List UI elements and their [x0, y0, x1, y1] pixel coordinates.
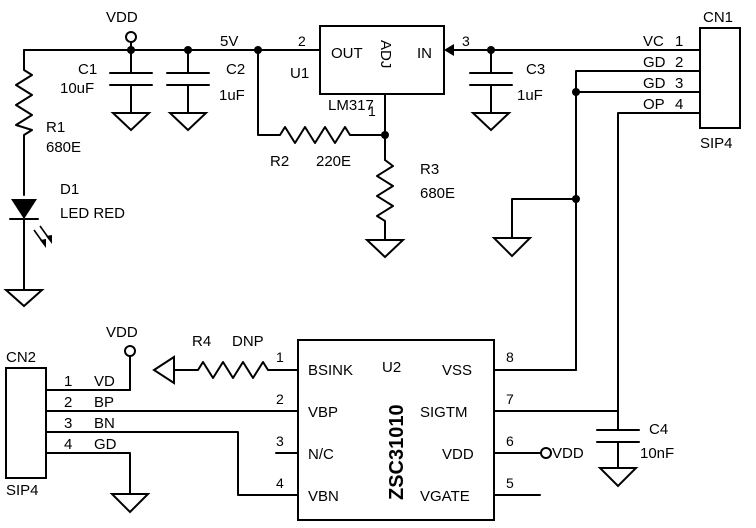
- u1-pin-in-num: 3: [462, 33, 470, 49]
- wire-op: [617, 112, 701, 431]
- cn1-pin4-name: OP: [643, 96, 665, 113]
- cn2-pin3-num: 3: [64, 415, 72, 432]
- u2-pin3-name: N/C: [308, 446, 334, 463]
- c1-ref: C1: [78, 61, 97, 78]
- cn1-pin3-name: GD: [643, 75, 666, 92]
- u2-pin5-num: 5: [506, 475, 514, 491]
- r1-resistor: [15, 49, 33, 196]
- cn2-pin1-name: VD: [94, 373, 115, 390]
- ground-cn2-symbol: [109, 493, 151, 514]
- r4-ref: R4: [192, 333, 211, 350]
- r1-ref: R1: [46, 119, 65, 136]
- cn1-pin2-name: GD: [643, 54, 666, 71]
- u1-pin-adj-num: 1: [368, 103, 376, 119]
- wire-gnd-branch: [511, 198, 577, 239]
- u1-ref: U1: [290, 65, 309, 82]
- c3-value: 1uF: [517, 87, 543, 104]
- c4-ref: C4: [649, 421, 668, 438]
- cn1-pin3-num: 3: [675, 75, 683, 92]
- junction-adj: [381, 131, 389, 139]
- u1-in-arrow: [444, 44, 454, 56]
- vdd-top-label: VDD: [106, 9, 138, 26]
- u1-pin-out-label: OUT: [331, 45, 363, 62]
- wire-gd2: [575, 70, 701, 371]
- cn1-pin1-num: 1: [675, 33, 683, 50]
- u2-pin1-name: BSINK: [308, 362, 353, 379]
- vdd-u2-terminal: [540, 447, 552, 459]
- cn2-connector-body: [5, 367, 47, 479]
- c4-value: 10nF: [640, 445, 674, 462]
- cn2-pin1-num: 1: [64, 373, 72, 390]
- u2-ref: U2: [382, 359, 401, 376]
- cn1-pin4-num: 4: [675, 96, 683, 113]
- d1-ref: D1: [60, 181, 79, 198]
- vdd-bsink-label: VDD: [106, 324, 138, 341]
- vdd-bsink-terminal: [124, 345, 136, 391]
- u2-pin8-name: VSS: [442, 362, 472, 379]
- u2-pin6-name: VDD: [442, 446, 474, 463]
- u2-pin8-num: 8: [506, 349, 514, 365]
- u1-part: LM317: [328, 97, 374, 114]
- c3-ref: C3: [526, 61, 545, 78]
- vdd-u2-label: VDD: [552, 445, 584, 462]
- c1-value: 10uF: [60, 80, 94, 97]
- cn1-connector-body: [699, 27, 741, 129]
- d1-led-symbol: [9, 199, 52, 291]
- u1-pin-out-num: 2: [298, 33, 306, 49]
- cn2-type: SIP4: [6, 482, 39, 499]
- u2-pin7-name: SIGTM: [420, 404, 468, 421]
- cn1-pin1-name: VC: [643, 33, 664, 50]
- u2-sensor-ic-body: [297, 339, 495, 521]
- r3-ref: R3: [420, 161, 439, 178]
- u2-pin6-num: 6: [506, 433, 514, 449]
- junction-gd3: [572, 88, 580, 96]
- r2-resistor: [257, 49, 386, 144]
- u2-pin2-name: VBP: [308, 404, 338, 421]
- u2-pin4-num: 4: [276, 475, 284, 491]
- u2-pin1-num: 1: [276, 349, 284, 365]
- u2-pin2-num: 2: [276, 391, 284, 407]
- u2-pin3-num: 3: [276, 433, 284, 449]
- c2-ref: C2: [226, 61, 245, 78]
- cn2-pin4-num: 4: [64, 436, 72, 453]
- net-5v-label: 5V: [220, 33, 238, 50]
- cn2-pin3-name: BN: [94, 415, 115, 432]
- u1-pin-in-label: IN: [417, 45, 432, 62]
- cn1-ref: CN1: [703, 9, 733, 26]
- r2-ref: R2: [270, 153, 289, 170]
- c2-value: 1uF: [219, 87, 245, 104]
- u2-pin7-num: 7: [506, 391, 514, 407]
- u1-pin-adj-label: ADJ: [377, 40, 394, 68]
- c2-capacitor: [166, 49, 210, 132]
- cn2-pin4-name: GD: [94, 436, 117, 453]
- c3-capacitor: [469, 49, 513, 132]
- c4-capacitor: [596, 429, 640, 488]
- ground-d1-symbol: [3, 289, 45, 308]
- cn1-pin2-num: 2: [675, 54, 683, 71]
- d1-value: LED RED: [60, 205, 125, 222]
- u2-pin4-name: VBN: [308, 488, 339, 505]
- r1-value: 680E: [46, 139, 81, 156]
- u2-pin5-name: VGATE: [420, 488, 470, 505]
- c1-capacitor: [109, 49, 153, 132]
- u1-regulator-body: [319, 25, 445, 95]
- cn2-ref: CN2: [6, 349, 36, 366]
- wire-cn2-bn: [45, 431, 299, 496]
- cn2-pin2-name: BP: [94, 394, 114, 411]
- cn1-type: SIP4: [700, 135, 733, 152]
- r3-value: 680E: [420, 185, 455, 202]
- r2-value: 220E: [316, 153, 351, 170]
- u2-part: ZSC31010: [386, 404, 408, 500]
- ground-cn1-symbol: [491, 237, 533, 258]
- r4-value: DNP: [232, 333, 264, 350]
- wire-cn2-gd: [45, 452, 131, 495]
- r4-resistor: [152, 355, 299, 385]
- r3-resistor: [364, 159, 406, 259]
- cn2-pin2-num: 2: [64, 394, 72, 411]
